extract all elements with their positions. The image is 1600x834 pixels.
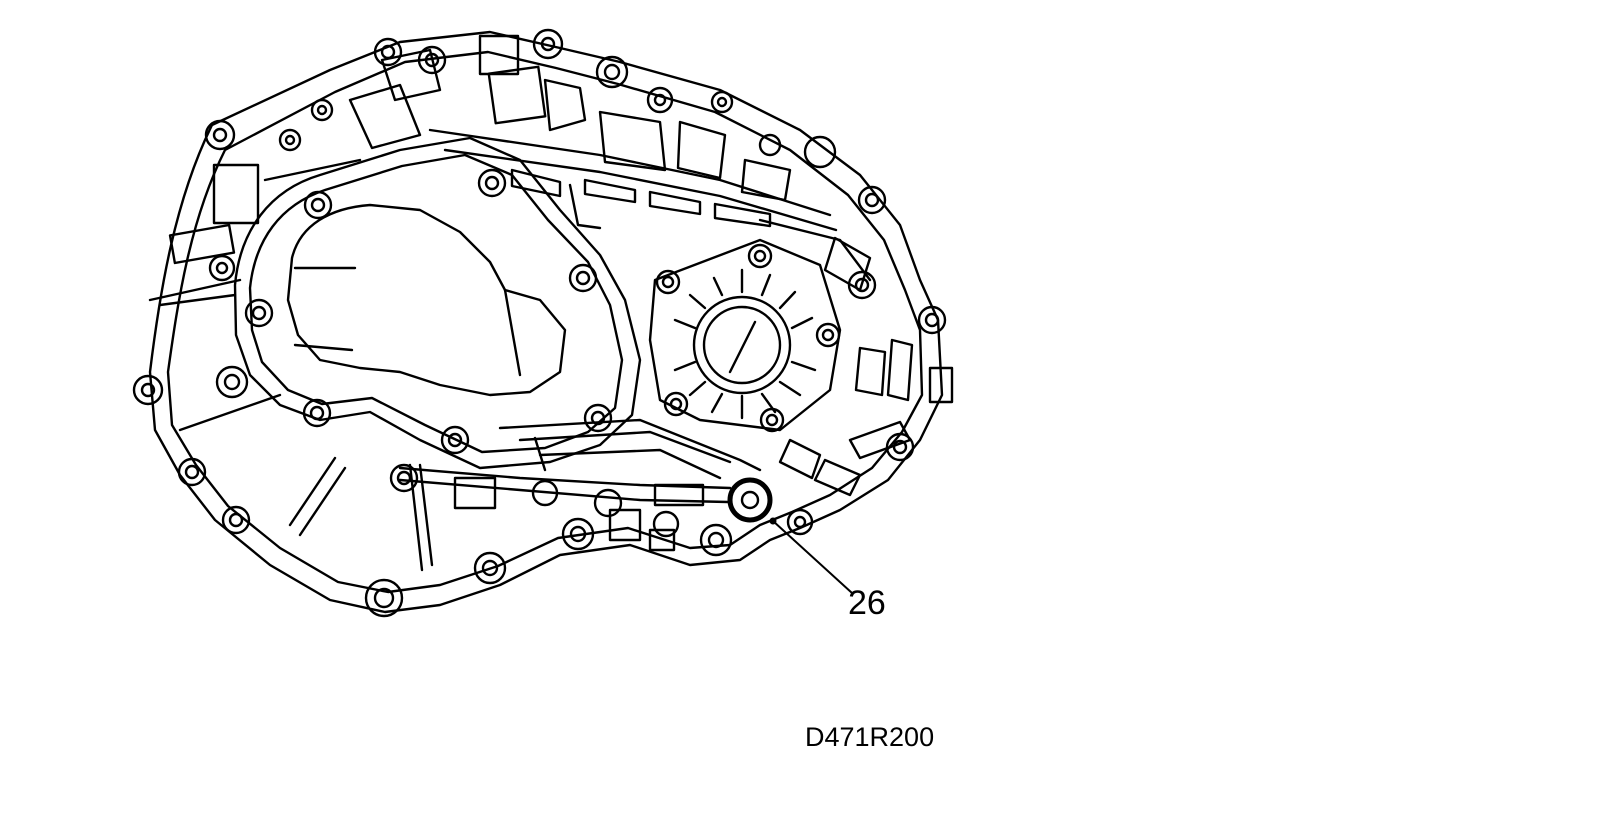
bell-housing-gasket bbox=[233, 136, 642, 470]
plug-ring-icon bbox=[727, 477, 773, 523]
differential-flange bbox=[648, 238, 842, 432]
bolt-bosses bbox=[132, 28, 947, 618]
callout-number-26: 26 bbox=[848, 584, 886, 622]
housing-outer-outline bbox=[148, 30, 944, 614]
callout-leader bbox=[769, 517, 853, 594]
figure-code: D471R200 bbox=[805, 722, 935, 752]
clutch-cavity bbox=[286, 203, 567, 397]
lower-rib bbox=[498, 418, 762, 472]
housing-flange-outline bbox=[166, 50, 924, 594]
bell-housing-inner bbox=[248, 153, 624, 454]
transmission-housing-icon bbox=[132, 28, 954, 618]
